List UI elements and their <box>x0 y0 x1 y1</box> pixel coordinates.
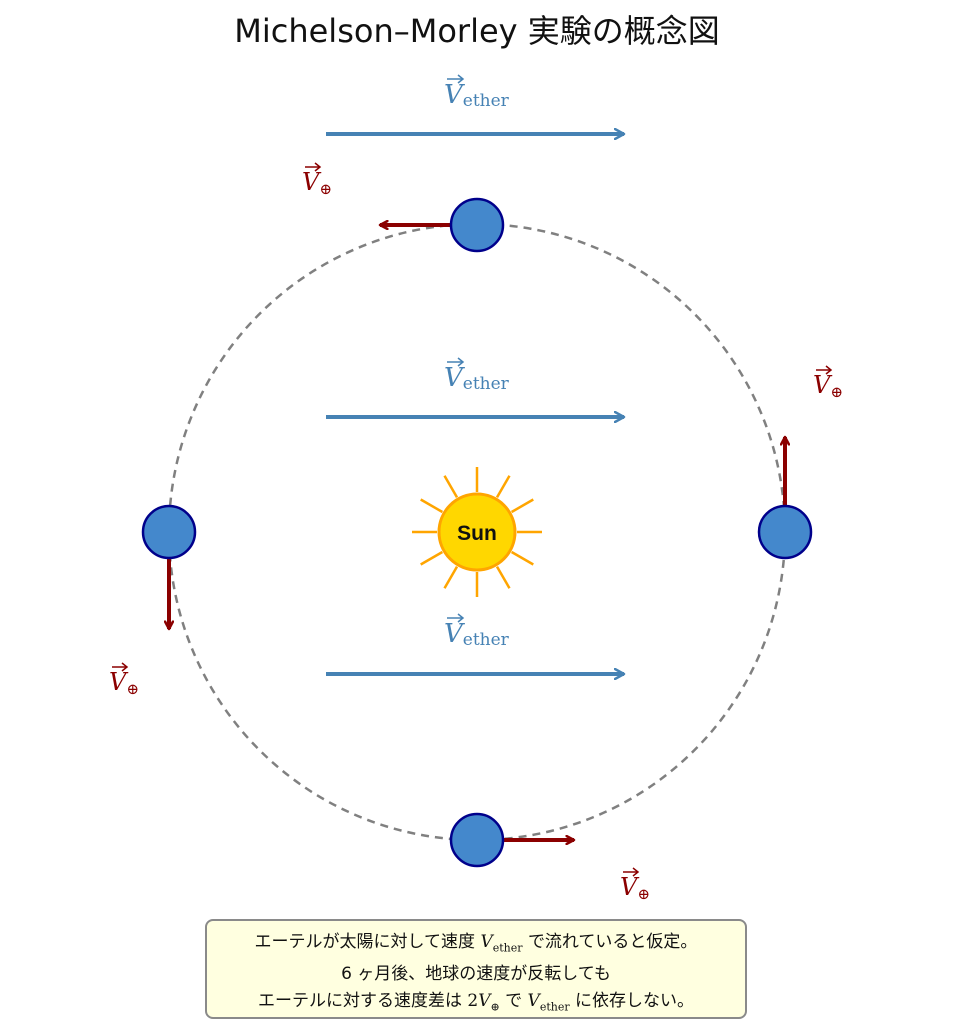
earth-left <box>141 504 197 560</box>
velocity-difference-symbol: 2V⊕ <box>467 991 500 1014</box>
sun-label: Sun <box>457 522 497 545</box>
svg-text:V⊕: V⊕ <box>620 873 650 903</box>
sun-rays <box>412 467 542 597</box>
ether-velocity-symbol: Vether <box>527 991 570 1014</box>
svg-text:V⊕: V⊕ <box>302 168 332 198</box>
vector-arrow-icon <box>112 662 129 672</box>
diagram-title: Michelson–Morley 実験の概念図 <box>234 12 720 50</box>
note-text: エーテルが太陽に対して速度 <box>254 932 476 952</box>
vector-arrow-icon <box>447 74 465 84</box>
svg-text:V⊕: V⊕ <box>109 668 139 698</box>
note-line-1: エーテルが太陽に対して速度 Vether で流れていると仮定。 <box>207 929 745 961</box>
note-text: に依存しない。 <box>575 991 695 1012</box>
note-text: で <box>505 991 523 1012</box>
vector-arrow-icon <box>623 867 640 877</box>
ether-label: Vether <box>444 80 510 111</box>
explanation-note: エーテルが太陽に対して速度 Vether で流れていると仮定。 6 ヶ月後、地球… <box>205 919 747 1019</box>
sun-disk <box>437 492 517 572</box>
ether-flow-middle: Vether <box>326 357 624 417</box>
earth-velocity-label-right: V⊕ <box>813 365 843 401</box>
note-line-3: エーテルに対する速度差は 2V⊕ で Vether に依存しない。 <box>207 988 745 1020</box>
ether-flow-bottom: Vether <box>326 613 624 674</box>
earth-velocity-label-left: V⊕ <box>109 662 139 698</box>
earth-top <box>449 197 505 253</box>
sun: Sun <box>412 467 542 597</box>
vector-arrow-icon <box>447 357 465 367</box>
svg-text:V⊕: V⊕ <box>813 371 843 401</box>
vector-arrow-icon <box>305 162 322 172</box>
earth-bottom <box>449 812 505 868</box>
vector-arrow-icon <box>447 613 465 623</box>
note-text: エーテルに対する速度差は <box>257 991 462 1012</box>
ether-label: Vether <box>444 363 510 394</box>
earth-velocity-label-bottom: V⊕ <box>620 867 650 903</box>
earth-velocity-label-top: V⊕ <box>302 162 332 198</box>
ether-label: Vether <box>444 619 510 650</box>
note-line-2: 6 ヶ月後、地球の速度が反転しても <box>341 964 611 985</box>
ether-flow-top: Vether <box>326 74 624 134</box>
vector-arrow-icon <box>816 365 833 375</box>
earth-right <box>757 504 813 560</box>
note-text: で流れていると仮定。 <box>527 932 698 952</box>
ether-velocity-symbol: Vether <box>480 932 523 955</box>
